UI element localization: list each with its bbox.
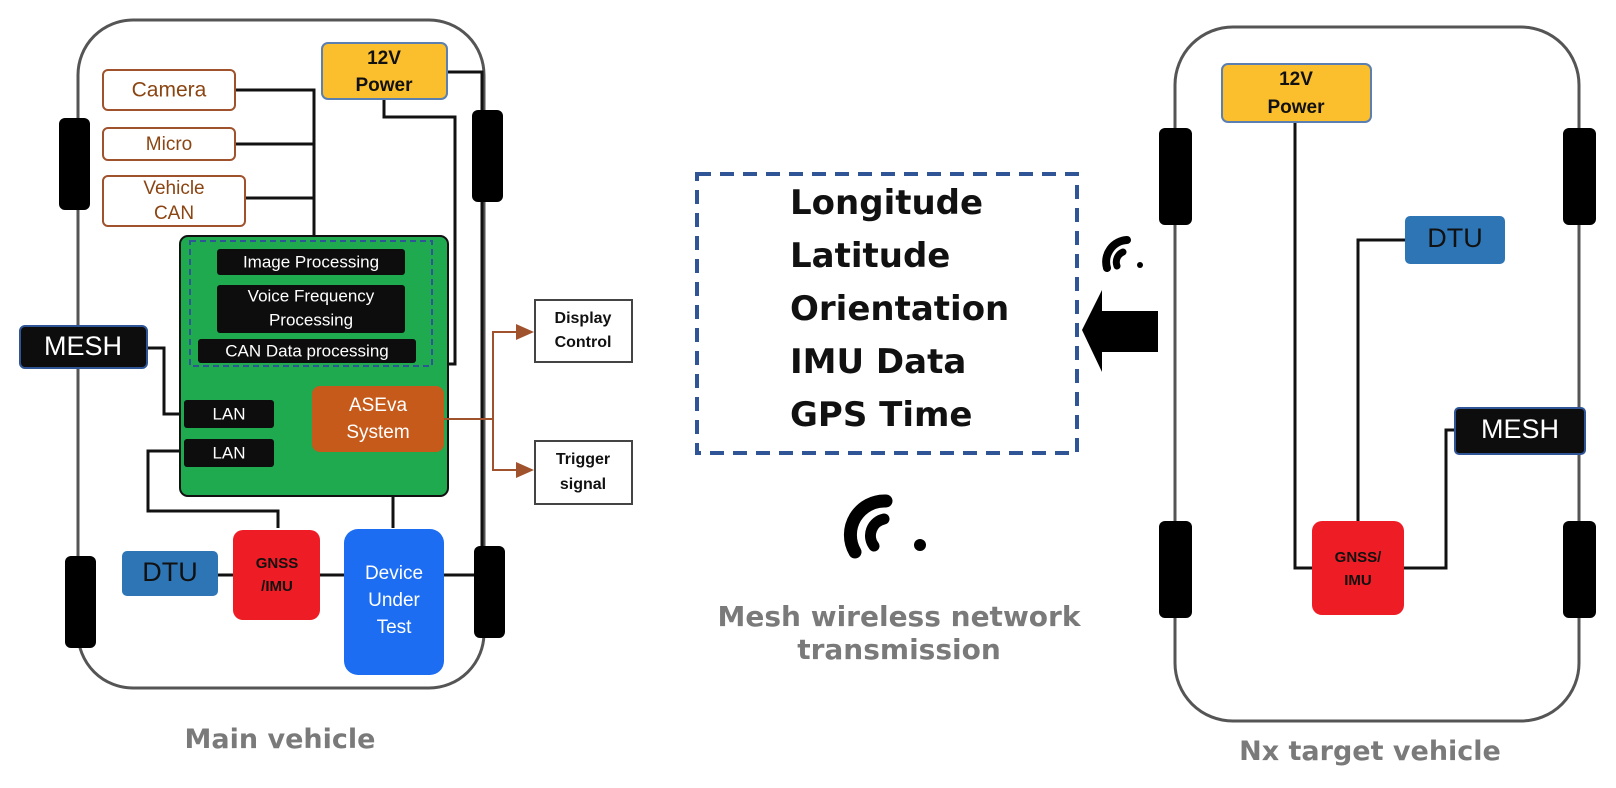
- dut-label-line3: Test: [377, 617, 413, 638]
- image-processing-label: Image Processing: [243, 252, 379, 271]
- data-item-imu: IMU Data: [790, 342, 966, 382]
- data-item-orientation: Orientation: [790, 289, 1009, 329]
- gnss-label-main-line1: GNSS: [256, 555, 299, 572]
- wheel: [1563, 128, 1596, 225]
- wireless-signal-icon: [843, 494, 926, 559]
- dut-label-line1: Device: [365, 563, 423, 584]
- dtu-label-main: DTU: [142, 557, 198, 587]
- wireless-signal-icon: [1102, 236, 1143, 272]
- voice-processing-box: [217, 285, 405, 333]
- vehicle-can-label-line1: Vehicle: [143, 178, 204, 199]
- target-vehicle-body: [1173, 25, 1581, 723]
- power-label-line1: 12V: [367, 48, 401, 69]
- trigger-signal-box: [534, 440, 633, 505]
- lan-label-1: LAN: [212, 404, 245, 423]
- wheel: [65, 556, 96, 648]
- display-control-label-line1: Display: [555, 310, 612, 327]
- target-wiring: [1293, 123, 1455, 570]
- trigger-signal-label-line2: signal: [560, 476, 606, 493]
- target-vehicle: 12V Power DTU MESH GNSS/ IMU Nx target v…: [1159, 25, 1596, 767]
- main-vehicle-caption: Main vehicle: [185, 724, 376, 755]
- camera-box: [102, 69, 236, 111]
- wheel: [1159, 521, 1192, 618]
- data-box-border: [695, 172, 1079, 455]
- micro-box: [102, 127, 236, 161]
- mesh-caption-line1: Mesh wireless network: [718, 600, 1082, 633]
- power-box: [321, 42, 448, 100]
- wheel: [472, 110, 503, 202]
- lan-label-2: LAN: [212, 443, 245, 462]
- dtu-box-main: [122, 551, 218, 596]
- target-gnss-label-line2: IMU: [1344, 572, 1372, 589]
- data-item-latitude: Latitude: [790, 236, 950, 276]
- target-vehicle-caption: Nx target vehicle: [1239, 736, 1501, 767]
- gnss-label-main-line2: /IMU: [261, 578, 293, 595]
- camera-label: Camera: [132, 79, 207, 102]
- mesh-label-main: MESH: [44, 331, 122, 361]
- main-wiring: [146, 70, 484, 577]
- mesh-caption-line2: transmission: [797, 633, 1001, 666]
- mesh-box-main: [19, 325, 148, 369]
- target-power-box: [1221, 63, 1372, 123]
- data-box: Longitude Latitude Orientation IMU Data …: [695, 172, 1079, 455]
- wheel: [59, 118, 90, 210]
- target-mesh-box: [1454, 407, 1586, 455]
- processing-dashed-group: [189, 240, 433, 367]
- target-gnss-box: [1312, 521, 1404, 615]
- lan-box-2: [184, 439, 274, 467]
- voice-processing-label-line2: Processing: [269, 310, 353, 329]
- wheel: [474, 546, 505, 638]
- wheel: [1563, 521, 1596, 618]
- data-item-longitude: Longitude: [790, 183, 983, 223]
- dut-label-line2: Under: [368, 590, 420, 611]
- aseva-label-line1: ASEva: [349, 395, 408, 416]
- vehicle-can-label-line2: CAN: [154, 203, 194, 224]
- wheel: [1159, 128, 1192, 225]
- lan-box-1: [184, 400, 274, 428]
- image-processing-box: [217, 249, 405, 275]
- target-power-label-line2: Power: [1267, 97, 1325, 118]
- can-processing-box: [198, 339, 416, 363]
- target-dtu-label: DTU: [1427, 223, 1483, 253]
- left-arrow-icon: [1082, 290, 1158, 372]
- can-processing-label: CAN Data processing: [225, 341, 388, 360]
- trigger-signal-label-line1: Trigger: [556, 451, 610, 468]
- vehicle-can-box: [102, 175, 246, 227]
- main-vehicle: Camera Micro Vehicle CAN 12V Power Image…: [19, 18, 633, 755]
- display-control-box: [534, 299, 633, 363]
- aseva-box: [312, 386, 444, 452]
- display-control-label-line2: Control: [555, 334, 612, 351]
- target-mesh-label: MESH: [1481, 414, 1559, 444]
- power-label-line2: Power: [355, 75, 413, 96]
- micro-label: Micro: [146, 134, 192, 155]
- gnss-box-main: [233, 530, 320, 620]
- dut-box: [344, 529, 444, 675]
- output-arrows: [444, 324, 534, 478]
- aseva-label-line2: System: [346, 422, 409, 443]
- target-dtu-box: [1405, 216, 1505, 264]
- voice-processing-label-line1: Voice Frequency: [248, 286, 375, 305]
- target-gnss-label-line1: GNSS/: [1335, 549, 1383, 566]
- data-item-gps-time: GPS Time: [790, 395, 972, 435]
- target-power-label-line1: 12V: [1279, 69, 1313, 90]
